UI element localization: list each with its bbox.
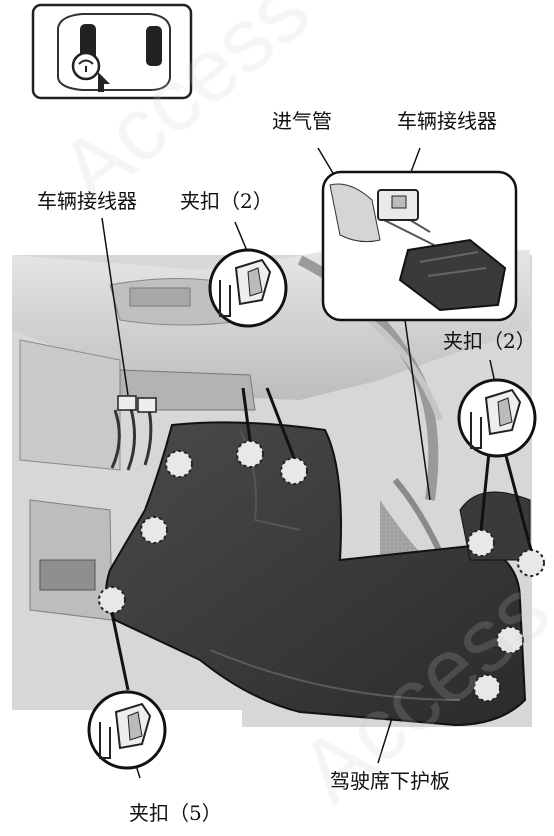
clip-detail-bottom: [12, 690, 242, 770]
arrow-pointer-icon: [98, 72, 110, 92]
label-vehicle-connector-left: 车辆接线器: [37, 189, 137, 213]
clip-marker: [165, 450, 193, 478]
label-lower-panel: 驾驶席下护板: [330, 769, 450, 793]
locator-thumbnail: [31, 3, 193, 100]
clip-marker: [280, 457, 308, 485]
callout-lines: [110, 387, 533, 691]
label-clip-top-center: 夹扣（2）: [180, 189, 273, 213]
connector-inset: [321, 170, 518, 322]
clip-markers: [98, 440, 545, 702]
label-intake-pipe: 进气管: [272, 109, 332, 133]
clip-marker: [467, 529, 495, 557]
clip-marker: [140, 516, 168, 544]
clip-detail-top: [208, 248, 288, 328]
clip-marker: [517, 549, 545, 577]
label-clip-right: 夹扣（2）: [443, 329, 536, 353]
clip-detail-right: [457, 378, 537, 458]
clip-marker: [98, 586, 126, 614]
clip-marker: [236, 440, 264, 468]
label-clip-bottom: 夹扣（5）: [129, 801, 222, 825]
label-vehicle-connector-top: 车辆接线器: [397, 109, 497, 133]
clip-marker: [473, 674, 501, 702]
clip-marker: [496, 626, 524, 654]
